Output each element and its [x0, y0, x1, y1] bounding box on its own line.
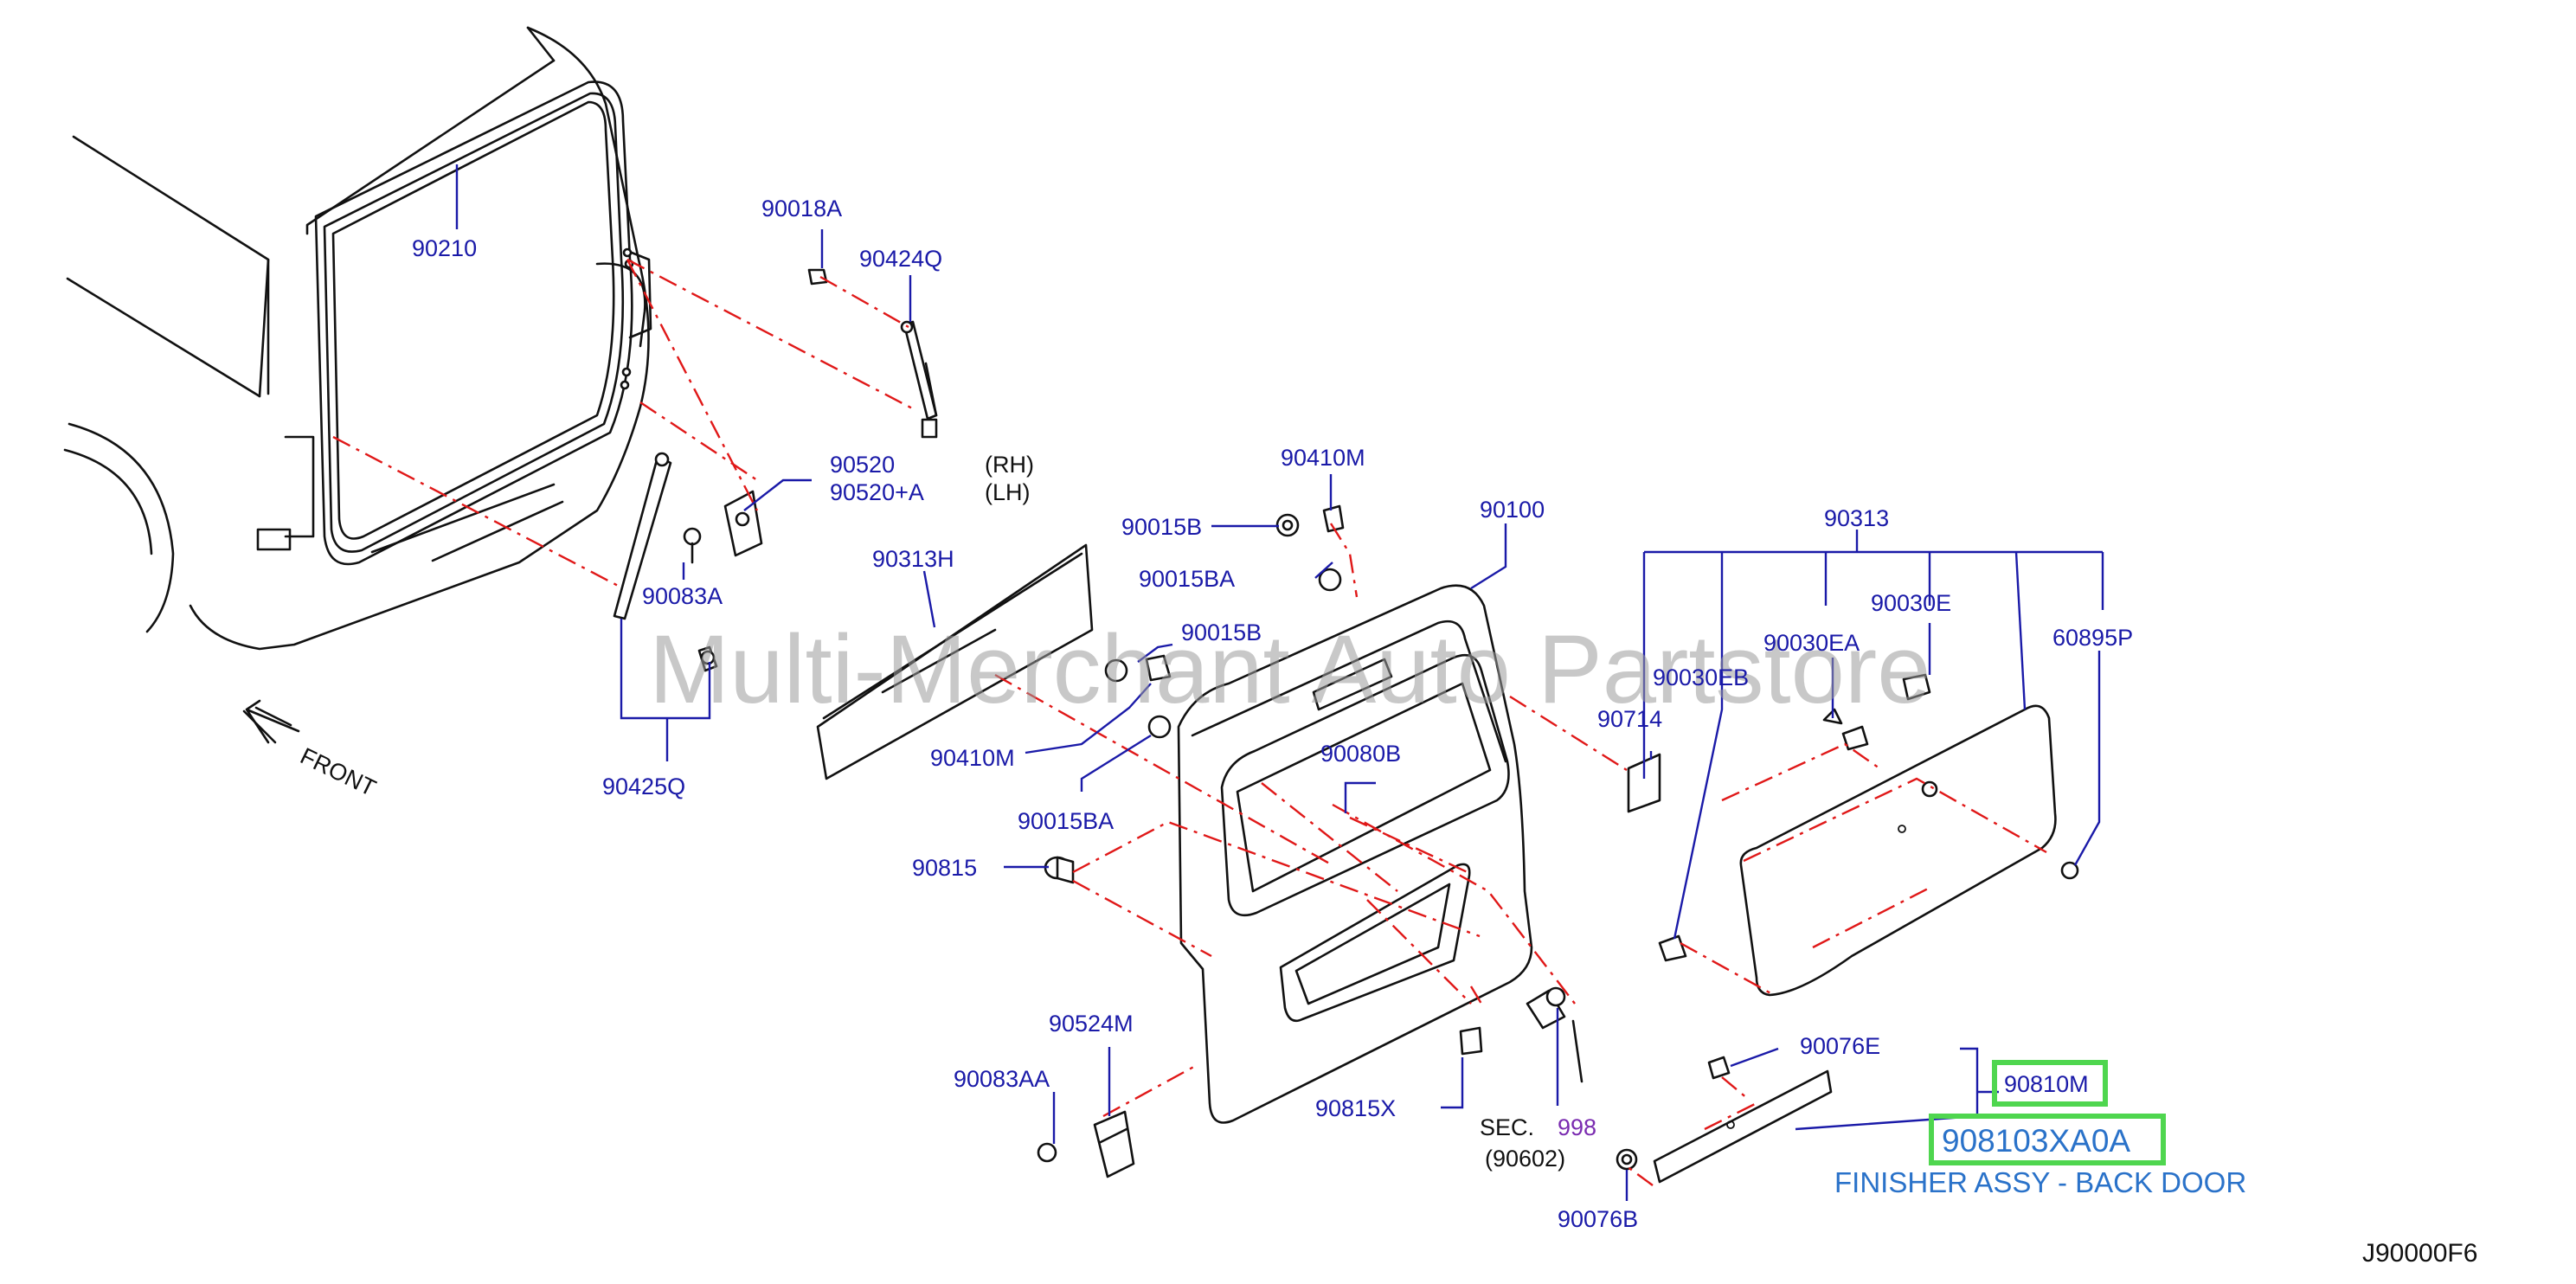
label-90520A[interactable]: 90520+A [830, 479, 924, 505]
label-90076B[interactable]: 90076B [1558, 1206, 1638, 1232]
label-90410M-mid[interactable]: 90410M [930, 745, 1015, 771]
label-90076E[interactable]: 90076E [1800, 1033, 1880, 1059]
label-90030E[interactable]: 90030E [1871, 590, 1951, 616]
alignment-lines [332, 258, 2047, 1186]
label-90425Q[interactable]: 90425Q [602, 774, 685, 799]
label-90018A[interactable]: 90018A [761, 196, 842, 221]
label-90015B-top[interactable]: 90015B [1121, 514, 1202, 540]
label-90520[interactable]: 90520 [830, 452, 895, 478]
back-door-panel-drawing [1177, 584, 1533, 1124]
front-arrow [242, 699, 300, 744]
label-90714[interactable]: 90714 [1597, 706, 1662, 732]
label-90313H[interactable]: 90313H [872, 546, 954, 572]
watermark-text: Multi-Merchant Auto Partstore [649, 615, 1930, 723]
label-sec-998[interactable]: 998 [1558, 1114, 1596, 1140]
vehicle-body-drawing [63, 26, 652, 651]
label-sec-ref: (90602) [1485, 1146, 1565, 1172]
leader-lines [455, 164, 2104, 1201]
label-90083AA[interactable]: 90083AA [954, 1066, 1050, 1092]
highlight-box-908103XA0A [1929, 1114, 2166, 1165]
label-90015BA-mid[interactable]: 90015BA [1018, 808, 1114, 834]
label-90313[interactable]: 90313 [1824, 505, 1889, 531]
label-90424Q[interactable]: 90424Q [859, 246, 942, 272]
label-90810M[interactable]: 90810M [2004, 1071, 2089, 1097]
label-90815[interactable]: 90815 [912, 855, 977, 881]
label-908103XA0A[interactable]: 908103XA0A [1942, 1123, 2130, 1159]
label-90083A[interactable]: 90083A [642, 583, 723, 609]
label-90210[interactable]: 90210 [412, 235, 477, 261]
label-sec: SEC. [1480, 1114, 1534, 1140]
label-90100[interactable]: 90100 [1480, 497, 1545, 523]
highlight-box-90810M [1992, 1060, 2108, 1107]
label-90015BA-top[interactable]: 90015BA [1139, 566, 1235, 592]
assembly-caption: FINISHER ASSY - BACK DOOR [1834, 1166, 2246, 1198]
label-90030EB[interactable]: 90030EB [1653, 664, 1749, 690]
label-90815X[interactable]: 90815X [1315, 1095, 1396, 1121]
label-90080B[interactable]: 90080B [1320, 741, 1401, 767]
label-60895P[interactable]: 60895P [2052, 625, 2133, 651]
label-90524M[interactable]: 90524M [1049, 1011, 1134, 1037]
label-90410M-top[interactable]: 90410M [1281, 445, 1365, 471]
strut-and-fastener-drawings [613, 268, 1661, 1178]
label-lh: (LH) [985, 479, 1031, 505]
label-90030EA[interactable]: 90030EA [1763, 630, 1860, 656]
label-rh: (RH) [985, 452, 1034, 478]
finisher-drawing [1616, 1056, 1833, 1184]
front-label: FRONT [296, 742, 380, 801]
label-90015B-mid[interactable]: 90015B [1181, 620, 1262, 645]
drawing-code: J90000F6 [2362, 1239, 2477, 1268]
